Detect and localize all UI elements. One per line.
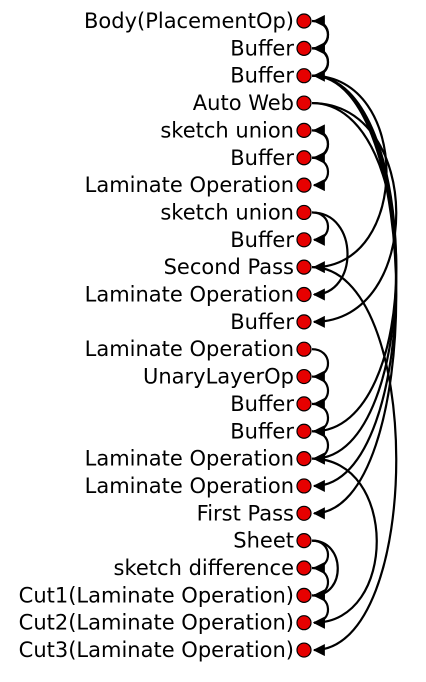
graph-node[interactable]: Cut1(Laminate Operation) xyxy=(19,583,312,607)
node-label: Laminate Operation xyxy=(85,337,294,361)
node-dot[interactable] xyxy=(296,642,312,658)
node-dot[interactable] xyxy=(296,68,312,84)
graph-node[interactable]: Laminate Operation xyxy=(85,283,312,307)
graph-node[interactable]: Buffer xyxy=(230,228,312,252)
edge-20-to-21 xyxy=(311,566,329,602)
node-label: Buffer xyxy=(230,146,294,170)
graph-node[interactable]: Cut2(Laminate Operation) xyxy=(19,611,312,635)
node-label: Buffer xyxy=(230,228,294,252)
edge-5-to-6 xyxy=(311,156,329,192)
node-label: UnaryLayerOp xyxy=(143,365,294,389)
edge-3-to-15 xyxy=(311,101,398,438)
edge-12-to-13 xyxy=(311,348,329,383)
graph-node[interactable]: Cut3(Laminate Operation) xyxy=(19,638,312,662)
node-label: Laminate Operation xyxy=(85,173,294,197)
graph-node[interactable]: Buffer xyxy=(230,419,312,443)
graph-node[interactable]: Sheet xyxy=(233,529,312,553)
node-dot[interactable] xyxy=(296,232,312,248)
graph-node[interactable]: Buffer xyxy=(230,310,312,334)
node-dot[interactable] xyxy=(296,560,312,576)
node-label: sketch union xyxy=(160,118,294,142)
edge-7-to-8 xyxy=(311,211,329,246)
node-label: Sheet xyxy=(233,529,294,553)
edge-15-to-16 xyxy=(311,430,329,465)
edge-3-to-11 xyxy=(311,101,398,328)
edge-9-to-23 xyxy=(311,266,398,657)
node-label: First Pass xyxy=(197,501,294,525)
graph-node[interactable]: Second Pass xyxy=(164,255,312,279)
graph-node[interactable]: Body(PlacementOp) xyxy=(84,9,312,33)
graph-node[interactable]: Buffer xyxy=(230,36,312,60)
node-dot[interactable] xyxy=(296,286,312,303)
graph-node[interactable]: Buffer xyxy=(230,146,312,170)
node-dot[interactable] xyxy=(296,95,312,111)
node-dot[interactable] xyxy=(296,122,312,138)
graph-node[interactable]: Buffer xyxy=(230,64,312,88)
graph-node[interactable]: Laminate Operation xyxy=(85,337,312,361)
node-label: Auto Web xyxy=(193,91,294,115)
node-label: Cut1(Laminate Operation) xyxy=(19,583,294,607)
graph-node[interactable]: Laminate Operation xyxy=(85,474,312,498)
node-dot[interactable] xyxy=(296,40,312,56)
node-label: Buffer xyxy=(230,36,294,60)
node-label: Laminate Operation xyxy=(85,447,294,471)
edges-layer xyxy=(311,14,398,657)
graph-node[interactable]: sketch union xyxy=(160,200,312,224)
node-label: Second Pass xyxy=(164,255,294,279)
node-dot[interactable] xyxy=(296,314,312,330)
node-label: Laminate Operation xyxy=(85,283,294,307)
graph-node[interactable]: sketch union xyxy=(160,118,312,142)
node-dot[interactable] xyxy=(296,505,312,521)
node-dot[interactable] xyxy=(296,150,312,166)
graph-node[interactable]: Laminate Operation xyxy=(85,447,312,471)
graph-node[interactable]: Auto Web xyxy=(193,91,312,115)
node-dot[interactable] xyxy=(296,423,312,439)
graph-node[interactable]: Buffer xyxy=(230,392,312,416)
node-dot[interactable] xyxy=(296,341,312,357)
edge-16-to-22 xyxy=(311,457,378,629)
node-label: sketch difference xyxy=(114,556,294,580)
node-dot[interactable] xyxy=(296,396,312,412)
node-dot[interactable] xyxy=(296,615,312,631)
node-dot[interactable] xyxy=(296,478,312,494)
node-dot[interactable] xyxy=(296,177,312,193)
node-label: Buffer xyxy=(230,392,294,416)
node-label: Laminate Operation xyxy=(85,474,294,498)
node-dot[interactable] xyxy=(296,368,312,385)
node-label: sketch union xyxy=(160,200,294,224)
node-label: Buffer xyxy=(230,310,294,334)
edge-14-to-15 xyxy=(311,402,329,438)
graph-node[interactable]: First Pass xyxy=(197,501,312,525)
edge-5-to-4 xyxy=(311,124,329,159)
node-dot[interactable] xyxy=(296,259,312,275)
node-label: Cut3(Laminate Operation) xyxy=(19,638,294,662)
node-dot[interactable] xyxy=(296,587,312,603)
node-label: Cut2(Laminate Operation) xyxy=(19,611,294,635)
node-dot[interactable] xyxy=(296,204,312,221)
node-dot[interactable] xyxy=(296,13,312,29)
edge-21-to-22 xyxy=(311,594,329,629)
node-dot[interactable] xyxy=(296,451,312,467)
graph-node[interactable]: UnaryLayerOp xyxy=(143,365,312,389)
graph-node[interactable]: Laminate Operation xyxy=(85,173,312,197)
edge-7-to-10 xyxy=(311,211,349,301)
node-label: Buffer xyxy=(230,419,294,443)
edge-13-to-14 xyxy=(311,375,329,410)
node-label: Body(PlacementOp) xyxy=(84,9,294,33)
node-label: Buffer xyxy=(230,64,294,88)
node-dot[interactable] xyxy=(296,533,312,549)
graph-node[interactable]: sketch difference xyxy=(114,556,312,580)
edge-19-to-20 xyxy=(311,539,329,575)
